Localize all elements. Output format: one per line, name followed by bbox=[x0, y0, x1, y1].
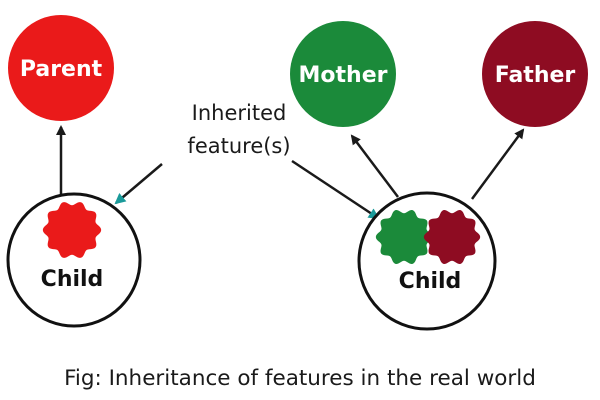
mother-node bbox=[290, 21, 396, 127]
mother-label: Mother bbox=[299, 63, 388, 88]
edge-child-right-to-father bbox=[470, 128, 525, 200]
father-label: Father bbox=[495, 63, 576, 88]
parent-label: Parent bbox=[20, 57, 103, 82]
child-right-feature-blob-father bbox=[423, 210, 481, 264]
annotation-line-2: feature(s) bbox=[187, 134, 290, 158]
child-left-feature-blob bbox=[42, 202, 102, 258]
child-right-feature-blob-mother bbox=[375, 210, 433, 264]
child-right-node bbox=[357, 191, 497, 331]
annotation-arrow-left bbox=[114, 163, 163, 205]
annotation-arrow-right bbox=[291, 159, 380, 220]
child-left-node bbox=[6, 192, 142, 328]
father-node bbox=[482, 21, 588, 127]
edge-child-right-to-mother bbox=[350, 134, 399, 198]
parent-node bbox=[8, 15, 114, 121]
child-left-label: Child bbox=[41, 267, 104, 292]
child-right-label: Child bbox=[399, 269, 462, 294]
annotation-line-1: Inherited bbox=[192, 101, 287, 125]
figure-caption: Fig: Inheritance of features in the real… bbox=[64, 366, 536, 391]
